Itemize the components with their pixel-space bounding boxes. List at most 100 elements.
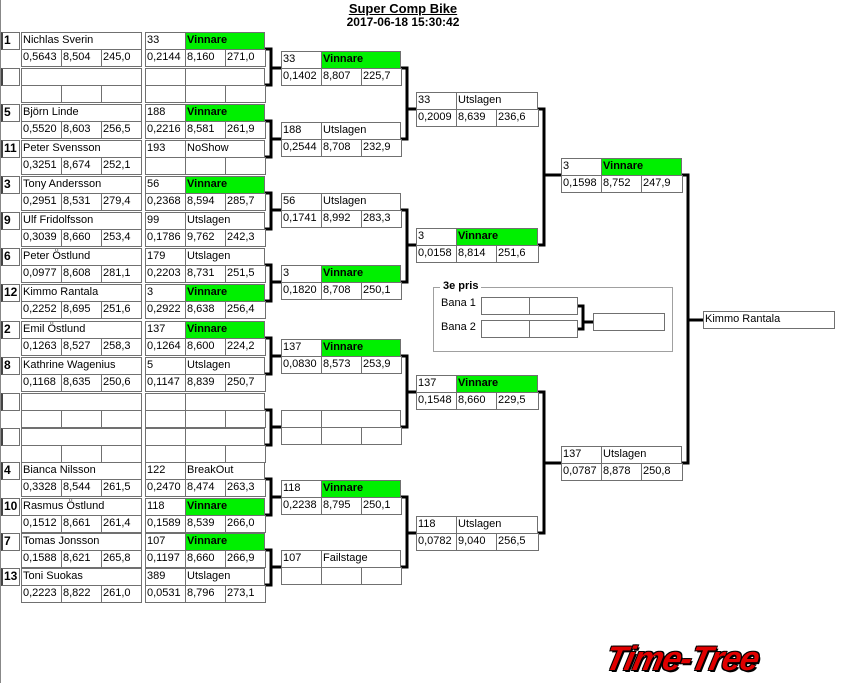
speed: 250,8 (641, 463, 683, 481)
result-status: Vinnare (185, 533, 265, 551)
elapsed-time: 8,660 (185, 550, 226, 568)
result-number[interactable]: 193 (145, 140, 186, 158)
time-tree-logo: Time-Tree (602, 640, 763, 678)
rider-name[interactable]: Tony Andersson (21, 176, 142, 194)
reaction-time: 0,1588 (21, 550, 62, 568)
result-number[interactable]: 118 (145, 498, 186, 516)
result-number[interactable]: 122 (145, 462, 186, 480)
rider-name[interactable]: Peter Svensson (21, 140, 142, 158)
speed: 232,9 (361, 139, 402, 157)
seed-number: 9 (1, 212, 20, 230)
event-title: Super Comp Bike (348, 1, 458, 16)
result-status: Vinnare (321, 51, 401, 69)
rider-name[interactable] (21, 393, 142, 411)
elapsed-time: 8,661 (61, 515, 102, 533)
elapsed-time: 8,660 (456, 392, 497, 410)
speed: 279,4 (101, 193, 142, 211)
result-number[interactable]: 99 (145, 212, 186, 230)
result-number[interactable]: 3 (281, 265, 322, 283)
final-winner: Kimmo Rantala (703, 311, 835, 329)
rider-name[interactable]: Kimmo Rantala (21, 284, 142, 302)
elapsed-time (185, 410, 226, 428)
result-status: Utslagen (456, 92, 538, 110)
rider-name[interactable]: Peter Östlund (21, 248, 142, 266)
speed: 283,3 (361, 210, 402, 228)
reaction-time: 0,5520 (21, 121, 62, 139)
event-datetime: 2017-06-18 15:30:42 (346, 15, 460, 29)
speed (101, 85, 142, 103)
elapsed-time: 8,795 (321, 497, 362, 515)
speed: 256,5 (101, 121, 142, 139)
result-number[interactable] (281, 410, 322, 428)
rider-name[interactable]: Rasmus Östlund (21, 498, 142, 516)
result-status: Utslagen (321, 193, 401, 211)
result-status: Utslagen (185, 568, 265, 586)
result-number[interactable]: 5 (145, 357, 186, 375)
result-status: Utslagen (456, 516, 538, 534)
speed: 253,9 (361, 356, 402, 374)
rider-name[interactable]: Nichlas Sverin (21, 32, 142, 50)
lane2-number[interactable] (481, 320, 530, 338)
result-number[interactable]: 118 (416, 516, 457, 534)
result-number[interactable]: 179 (145, 248, 186, 266)
result-number[interactable]: 3 (145, 284, 186, 302)
reaction-time: 0,2470 (145, 479, 186, 497)
lane2-result (529, 320, 578, 338)
result-number[interactable] (145, 393, 186, 411)
result-number[interactable]: 33 (281, 51, 322, 69)
seed-number: 11 (1, 140, 20, 158)
result-number[interactable]: 188 (145, 104, 186, 122)
result-number[interactable]: 107 (145, 533, 186, 551)
result-number[interactable]: 107 (281, 550, 322, 568)
speed: 271,0 (225, 49, 266, 67)
result-number[interactable]: 118 (281, 480, 322, 498)
result-number[interactable]: 56 (145, 176, 186, 194)
rider-name[interactable]: Emil Östlund (21, 321, 142, 339)
rider-name[interactable]: Bianca Nilsson (21, 462, 142, 480)
result-status: Failstage (321, 550, 401, 568)
result-number[interactable]: 389 (145, 568, 186, 586)
result-number[interactable]: 137 (416, 375, 457, 393)
rider-name[interactable]: Björn Linde (21, 104, 142, 122)
result-status: Utslagen (185, 212, 265, 230)
result-number[interactable]: 3 (561, 158, 602, 176)
reaction-time: 0,2951 (21, 193, 62, 211)
elapsed-time: 8,822 (61, 585, 102, 603)
result-status (321, 410, 401, 428)
result-number[interactable]: 56 (281, 193, 322, 211)
reaction-time: 0,2922 (145, 301, 186, 319)
result-number[interactable] (145, 68, 186, 86)
speed (225, 157, 266, 175)
result-status: NoShow (185, 140, 265, 158)
speed: 251,6 (496, 245, 539, 263)
result-number[interactable]: 33 (145, 32, 186, 50)
speed: 261,0 (101, 585, 142, 603)
result-number[interactable] (145, 428, 186, 446)
lane1-label: Bana 1 (441, 297, 476, 309)
speed: 247,9 (641, 175, 683, 193)
result-status (185, 68, 265, 86)
rider-name[interactable]: Toni Suokas (21, 568, 142, 586)
rider-name[interactable]: Ulf Fridolfsson (21, 212, 142, 230)
speed: 225,7 (361, 68, 402, 86)
result-number[interactable]: 137 (281, 339, 322, 357)
result-number[interactable]: 33 (416, 92, 457, 110)
rider-name[interactable] (21, 428, 142, 446)
rider-name[interactable]: Kathrine Wagenius (21, 357, 142, 375)
speed (225, 445, 266, 463)
result-status: Vinnare (601, 158, 682, 176)
result-number[interactable]: 137 (145, 321, 186, 339)
rider-name[interactable] (21, 68, 142, 86)
rider-name[interactable]: Tomas Jonsson (21, 533, 142, 551)
result-number[interactable]: 188 (281, 122, 322, 140)
reaction-time (145, 85, 186, 103)
speed: 258,3 (101, 338, 142, 356)
lane1-number[interactable] (481, 297, 530, 315)
reaction-time: 0,2238 (281, 497, 322, 515)
reaction-time: 0,1512 (21, 515, 62, 533)
seed-number: 1 (1, 32, 20, 50)
result-number[interactable]: 3 (416, 228, 457, 246)
result-number[interactable]: 137 (561, 446, 602, 464)
elapsed-time: 8,608 (61, 265, 102, 283)
